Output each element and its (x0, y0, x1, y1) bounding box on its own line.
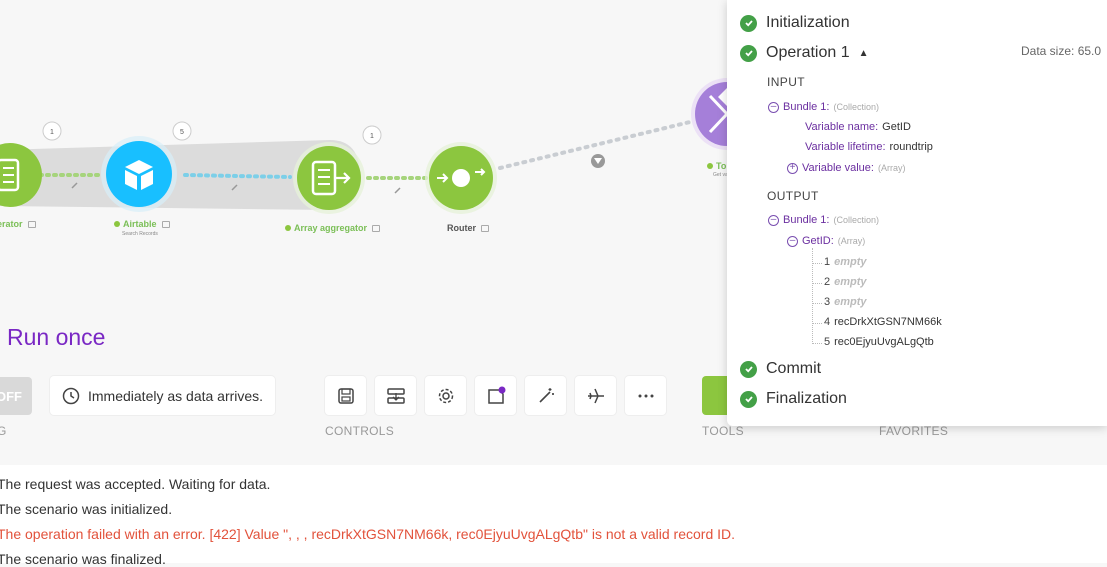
execution-log: The request was accepted. Waiting for da… (0, 465, 1107, 567)
wrench-icon (394, 187, 401, 194)
bubble-count: 5 (180, 129, 184, 136)
scenario-flow: 1 5 1 (0, 78, 763, 214)
check-icon (740, 360, 757, 378)
panel-pointer (718, 88, 727, 106)
explain-flow-button[interactable] (575, 376, 616, 415)
save-icon (337, 387, 354, 404)
auto-align-button[interactable] (375, 376, 416, 415)
favorites-section-label: FAVORITES (879, 424, 949, 438)
caret-up-icon: ▲ (858, 47, 869, 59)
router-label: Router (447, 223, 489, 233)
tree-guide (812, 303, 822, 304)
align-icon (386, 387, 405, 404)
aggregator-label: Array aggregator (285, 223, 381, 233)
iterator-label: erator (0, 219, 36, 229)
notes-button[interactable] (475, 376, 516, 415)
phase-finalization[interactable]: Finalization (740, 390, 847, 408)
check-icon (740, 44, 757, 62)
magic-wand-icon (538, 387, 554, 403)
output-heading: OUTPUT (767, 189, 819, 203)
phase-operation[interactable]: Operation 1 ▲ (740, 44, 869, 62)
group-band (0, 140, 360, 210)
phase-initialization[interactable]: Initialization (740, 14, 850, 32)
check-icon (740, 390, 757, 408)
input-variable-value[interactable]: + Variable value: (Array) (787, 162, 905, 174)
schedule-text: Immediately as data arrives. (88, 387, 264, 404)
scheduling-toggle[interactable]: OFF (0, 377, 32, 415)
gear-icon (438, 388, 453, 403)
bubble-count: 1 (50, 129, 54, 136)
log-line: The scenario was finalized. (0, 551, 166, 567)
data-size: Data size: 65.0 (1021, 44, 1102, 58)
output-bundle[interactable]: – Bundle 1: (Collection) (768, 214, 879, 226)
output-getid[interactable]: – GetID: (Array) (787, 235, 865, 247)
input-bundle[interactable]: – Bundle 1: (Collection) (768, 101, 879, 113)
settings-button[interactable] (425, 376, 466, 415)
tools-section-label: TOOLS (702, 424, 744, 438)
save-button[interactable] (325, 376, 366, 415)
op-bubble (362, 125, 382, 145)
connector (498, 120, 692, 170)
magic-wand-button[interactable] (525, 376, 566, 415)
more-button[interactable] (625, 376, 666, 415)
run-once-button[interactable]: Run once (7, 324, 106, 350)
connector (183, 173, 292, 179)
bubble-count: 1 (370, 133, 374, 140)
check-icon (740, 14, 757, 32)
note-icon (487, 386, 505, 404)
controls-section-label: CONTROLS (325, 424, 395, 438)
input-variable-lifetime: Variable lifetime:roundtrip (805, 141, 933, 153)
tree-guide (812, 248, 813, 342)
input-variable-name: Variable name:GetID (805, 121, 911, 133)
tree-guide (812, 343, 822, 344)
collapse-icon[interactable]: – (768, 101, 779, 113)
op-bubble (172, 121, 192, 141)
tools-sublabel: Get va (713, 172, 728, 178)
clock-icon (62, 387, 80, 404)
collapse-icon[interactable]: – (787, 235, 798, 247)
expand-icon[interactable]: + (787, 162, 798, 174)
wrench-icon (71, 182, 78, 189)
more-icon (638, 394, 653, 397)
airtable-sublabel: Search Records (122, 231, 158, 237)
airtable-label: Airtable (114, 219, 170, 229)
input-heading: INPUT (767, 75, 805, 89)
wrench-icon (231, 184, 238, 191)
operation-inspector-panel: Initialization Operation 1 ▲ Data size: … (727, 0, 1107, 426)
tree-guide (812, 263, 822, 264)
scheduling-section-label: G (0, 424, 7, 438)
collapse-icon[interactable]: – (768, 214, 779, 226)
airplane-icon (587, 388, 604, 403)
log-line: The scenario was initialized. (0, 501, 173, 517)
tools-label: To (707, 161, 726, 171)
tree-guide (812, 323, 822, 324)
op-bubble (42, 121, 62, 141)
phase-commit[interactable]: Commit (740, 360, 821, 378)
schedule-setting[interactable]: Immediately as data arrives. (50, 376, 276, 415)
log-line-error: The operation failed with an error. [422… (0, 526, 736, 542)
tree-guide (812, 283, 822, 284)
log-line: The request was accepted. Waiting for da… (0, 476, 271, 492)
